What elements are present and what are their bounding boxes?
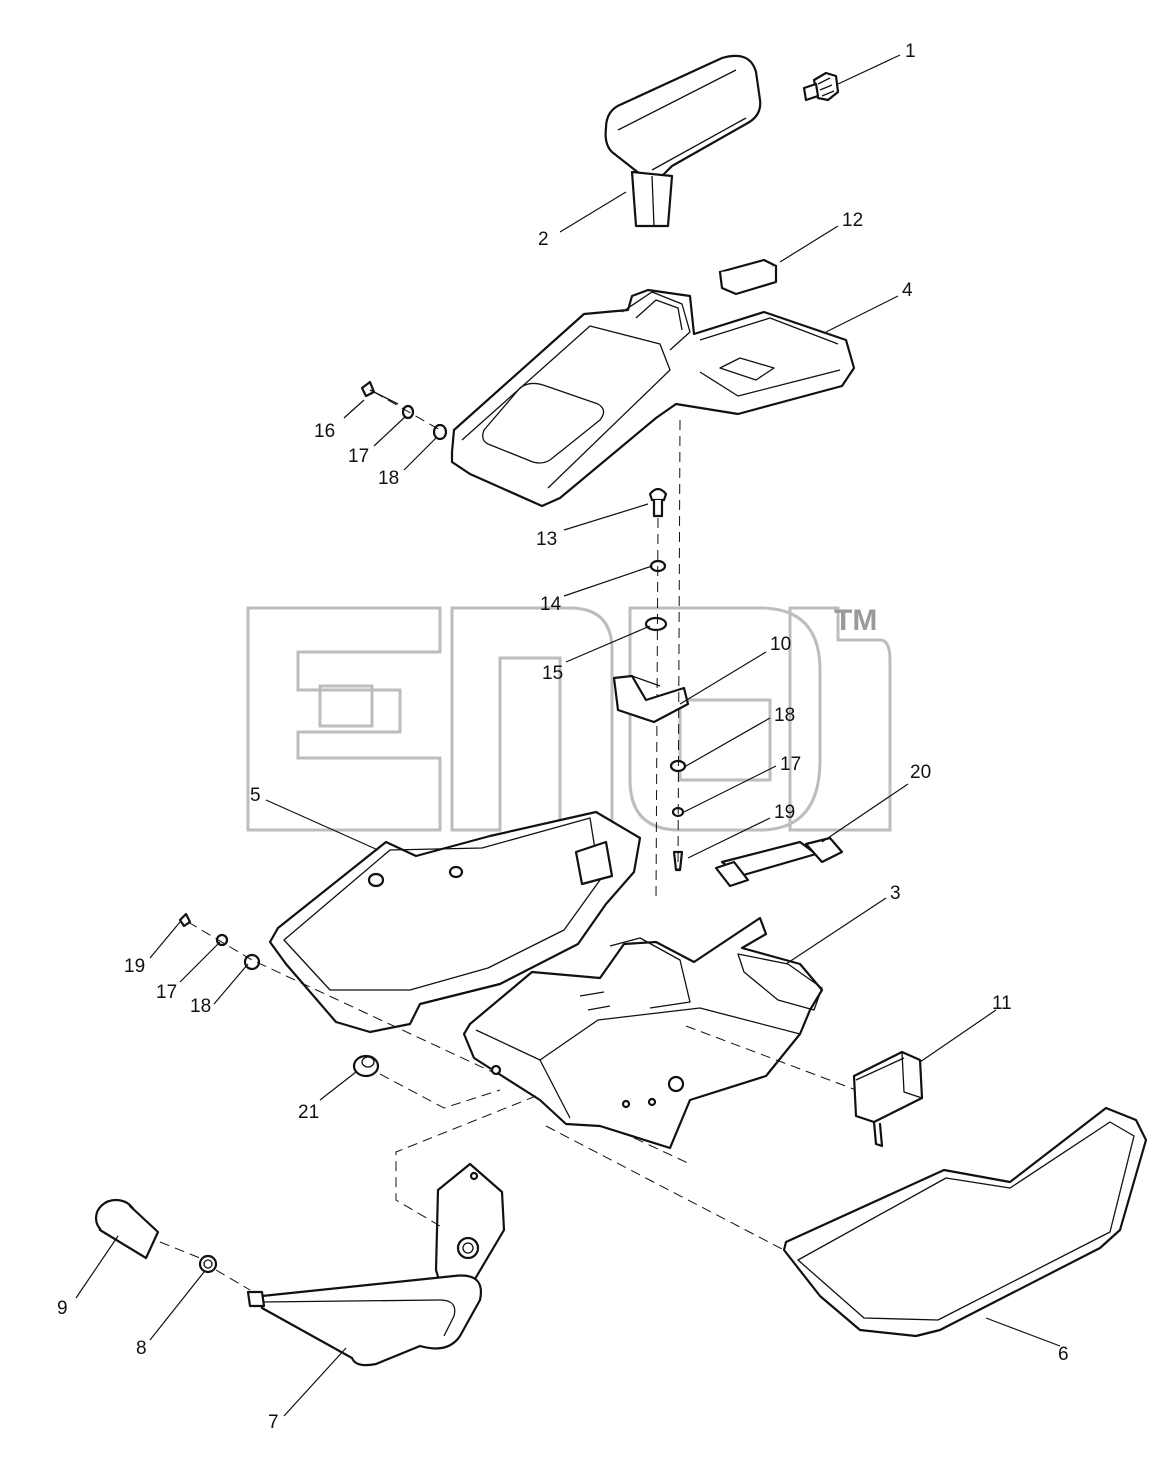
callout-labels: 1 2 12 4 16 17 18 13 14 15 10 18 17 19 2… (57, 41, 1069, 1433)
callout-20: 20 (910, 762, 931, 783)
callout-3: 3 (890, 883, 901, 904)
hardware-13-14-15 (644, 487, 668, 901)
part-7-shift-lever (246, 1095, 537, 1367)
callout-4: 4 (902, 280, 913, 301)
callout-8: 8 (136, 1338, 147, 1359)
callout-13: 13 (536, 529, 557, 550)
hardware-19-17-18-lower (178, 912, 691, 1165)
part-12-plug (718, 258, 778, 296)
callout-18: 18 (378, 468, 399, 489)
callout-6: 6 (1058, 1344, 1069, 1365)
part-21-bushing (352, 1054, 501, 1109)
trademark-mark: TM (834, 604, 877, 637)
callout-17: 17 (156, 982, 177, 1003)
part-6-right-side-cover (545, 1106, 1148, 1338)
callout-1: 1 (905, 41, 916, 62)
callout-2: 2 (538, 229, 549, 250)
callout-19: 19 (774, 802, 795, 823)
part-4-console-cover (450, 288, 856, 508)
part-11-switch (852, 1050, 924, 1148)
callout-17: 17 (780, 754, 801, 775)
part-1-knob (802, 71, 840, 102)
callout-17: 17 (348, 446, 369, 467)
part-8-nut (198, 1254, 251, 1291)
callout-18: 18 (190, 996, 211, 1017)
callout-19: 19 (124, 956, 145, 977)
callout-5: 5 (250, 785, 261, 806)
callout-12: 12 (842, 210, 863, 231)
callout-7: 7 (268, 1412, 279, 1433)
callout-18: 18 (774, 705, 795, 726)
hardware-16-17-18-upper (360, 380, 448, 441)
part-10-bracket (612, 674, 690, 724)
hardware-18-17-19-middle (669, 419, 687, 872)
callout-16: 16 (314, 421, 335, 442)
callout-15: 15 (542, 663, 563, 684)
part-20-actuator (714, 836, 844, 888)
callout-9: 9 (57, 1298, 68, 1319)
callout-10: 10 (770, 634, 791, 655)
part-2-lever-handle (604, 54, 762, 228)
leader-lines (75, 54, 1061, 1417)
callout-14: 14 (540, 594, 562, 615)
callout-11: 11 (992, 993, 1012, 1014)
part-9-grip-knob (94, 1198, 201, 1260)
part-5-left-side-cover (268, 810, 642, 1034)
callout-21: 21 (298, 1102, 319, 1123)
watermark-logo: TM (246, 604, 892, 832)
part-3-frame-assembly (462, 916, 857, 1150)
